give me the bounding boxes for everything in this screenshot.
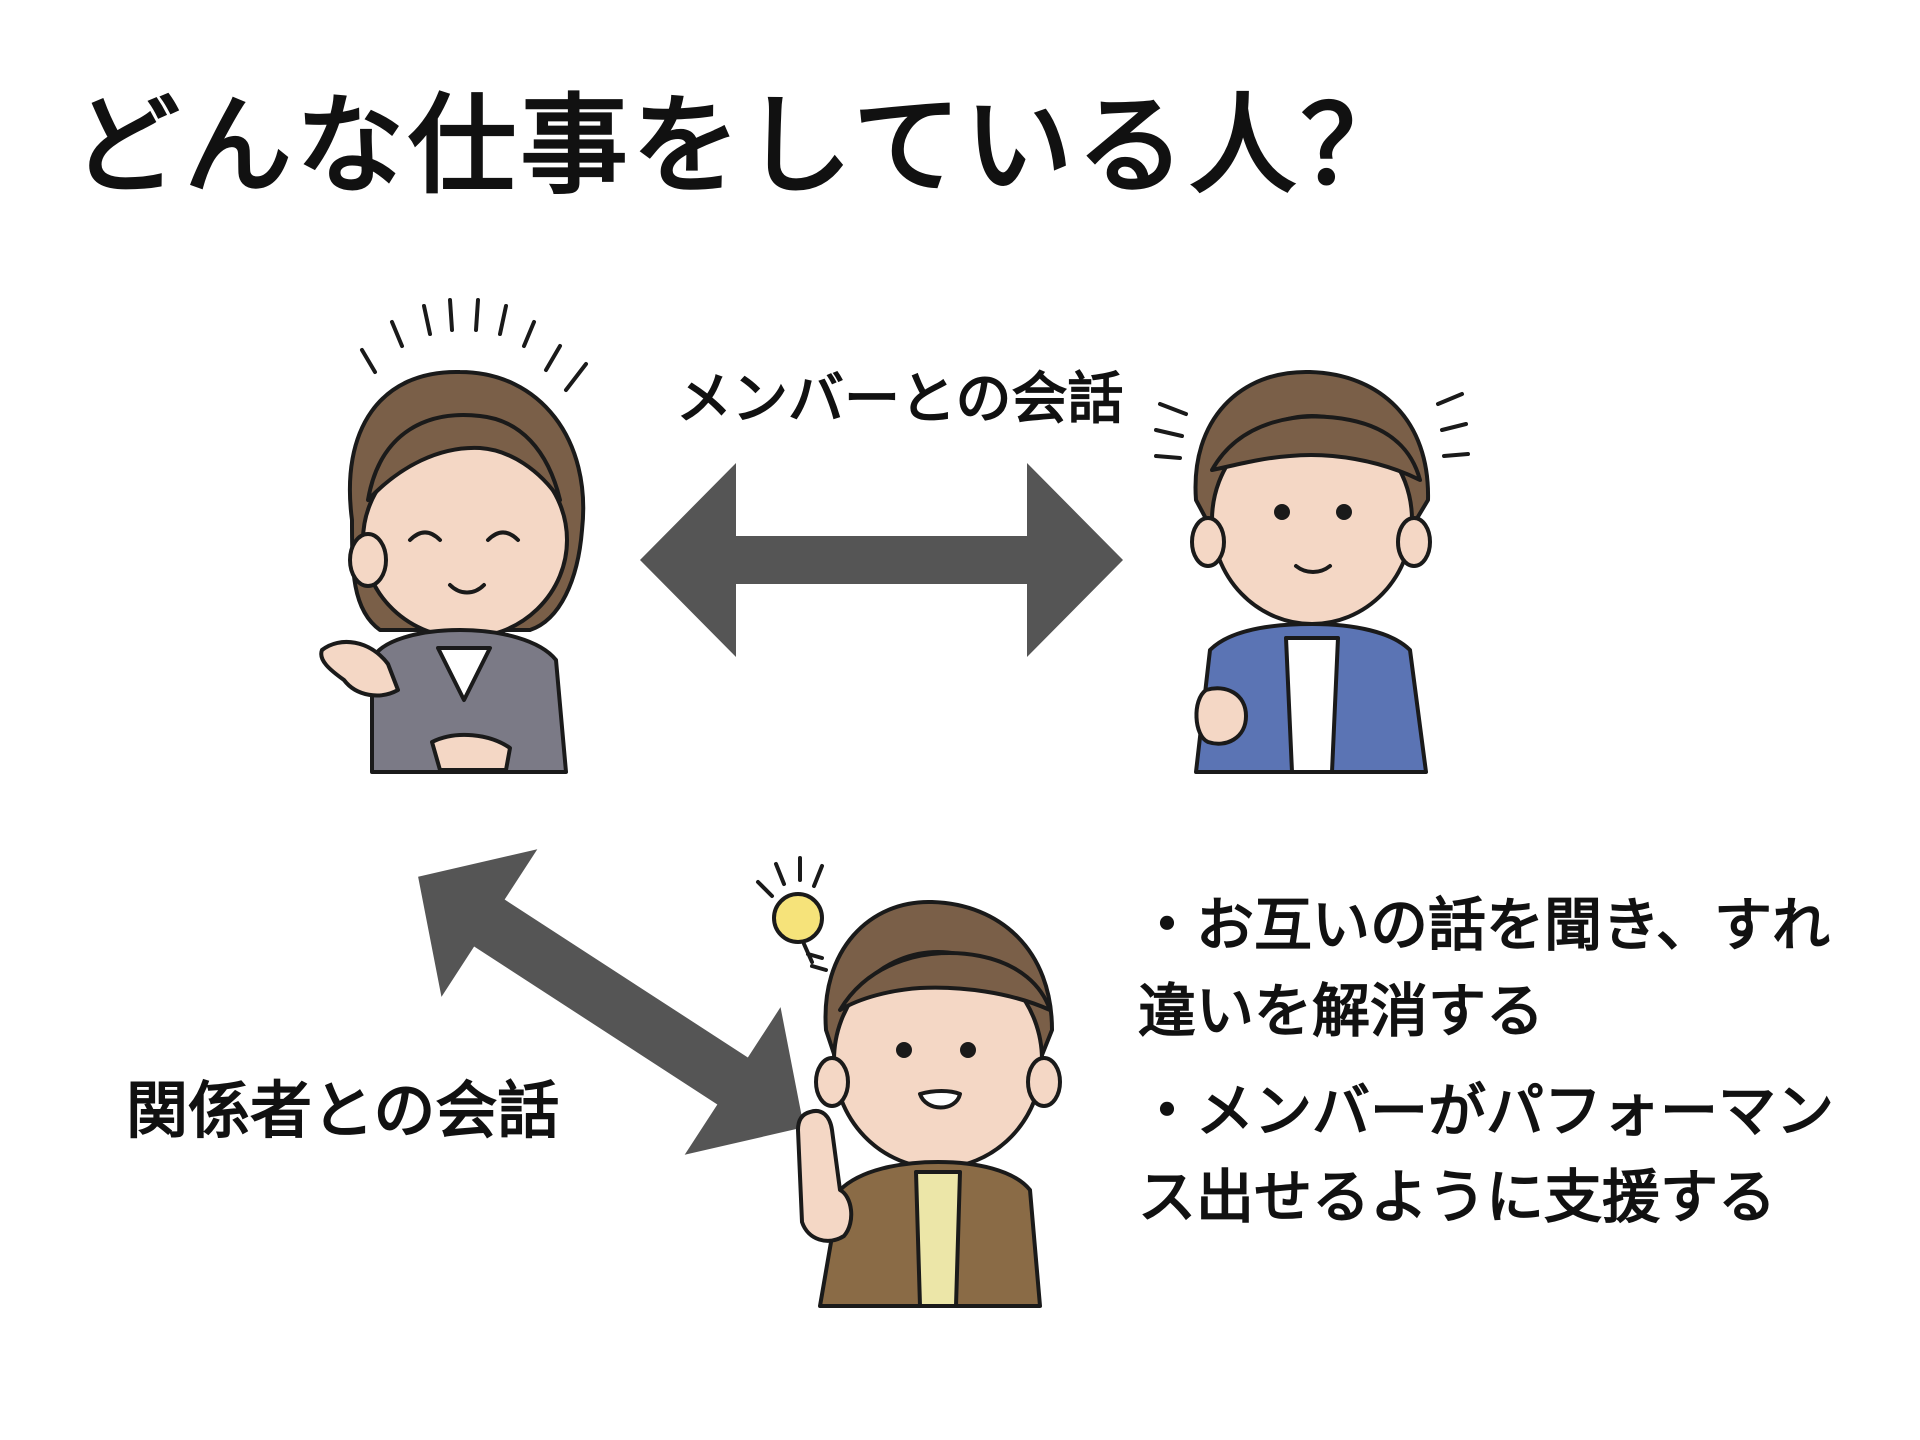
woman-hand	[319, 639, 400, 698]
members-talk-label: メンバーとの会話	[676, 367, 1124, 432]
center-man-illustration	[756, 856, 1062, 1308]
woman-bangs	[366, 413, 562, 502]
bullet-item: ・メンバーがパフォーマンス出せるように支援する	[1138, 1077, 1835, 1231]
lightbulb-icon	[756, 856, 828, 972]
bullet-list: ・お互いの話を聞き、すれ違いを解消する ・メンバーがパフォーマンス出せるように支…	[1138, 882, 1838, 1244]
woman-illustration	[319, 298, 588, 774]
man-fist	[1194, 686, 1248, 746]
double-arrow-diagonal	[418, 849, 804, 1155]
double-arrow-horizontal	[640, 463, 1123, 657]
stakeholders-talk-label: 関係者との会話	[126, 1074, 560, 1147]
man-illustration	[1154, 369, 1470, 774]
sparkle-lines	[360, 298, 588, 392]
page-title: どんな仕事をしている人？	[72, 84, 1413, 209]
bullet-item: ・お互いの話を聞き、すれ違いを解消する	[1138, 891, 1830, 1045]
pointing-finger	[796, 1109, 854, 1243]
woman-suit	[370, 628, 568, 774]
sparkle-lines	[1154, 392, 1470, 460]
